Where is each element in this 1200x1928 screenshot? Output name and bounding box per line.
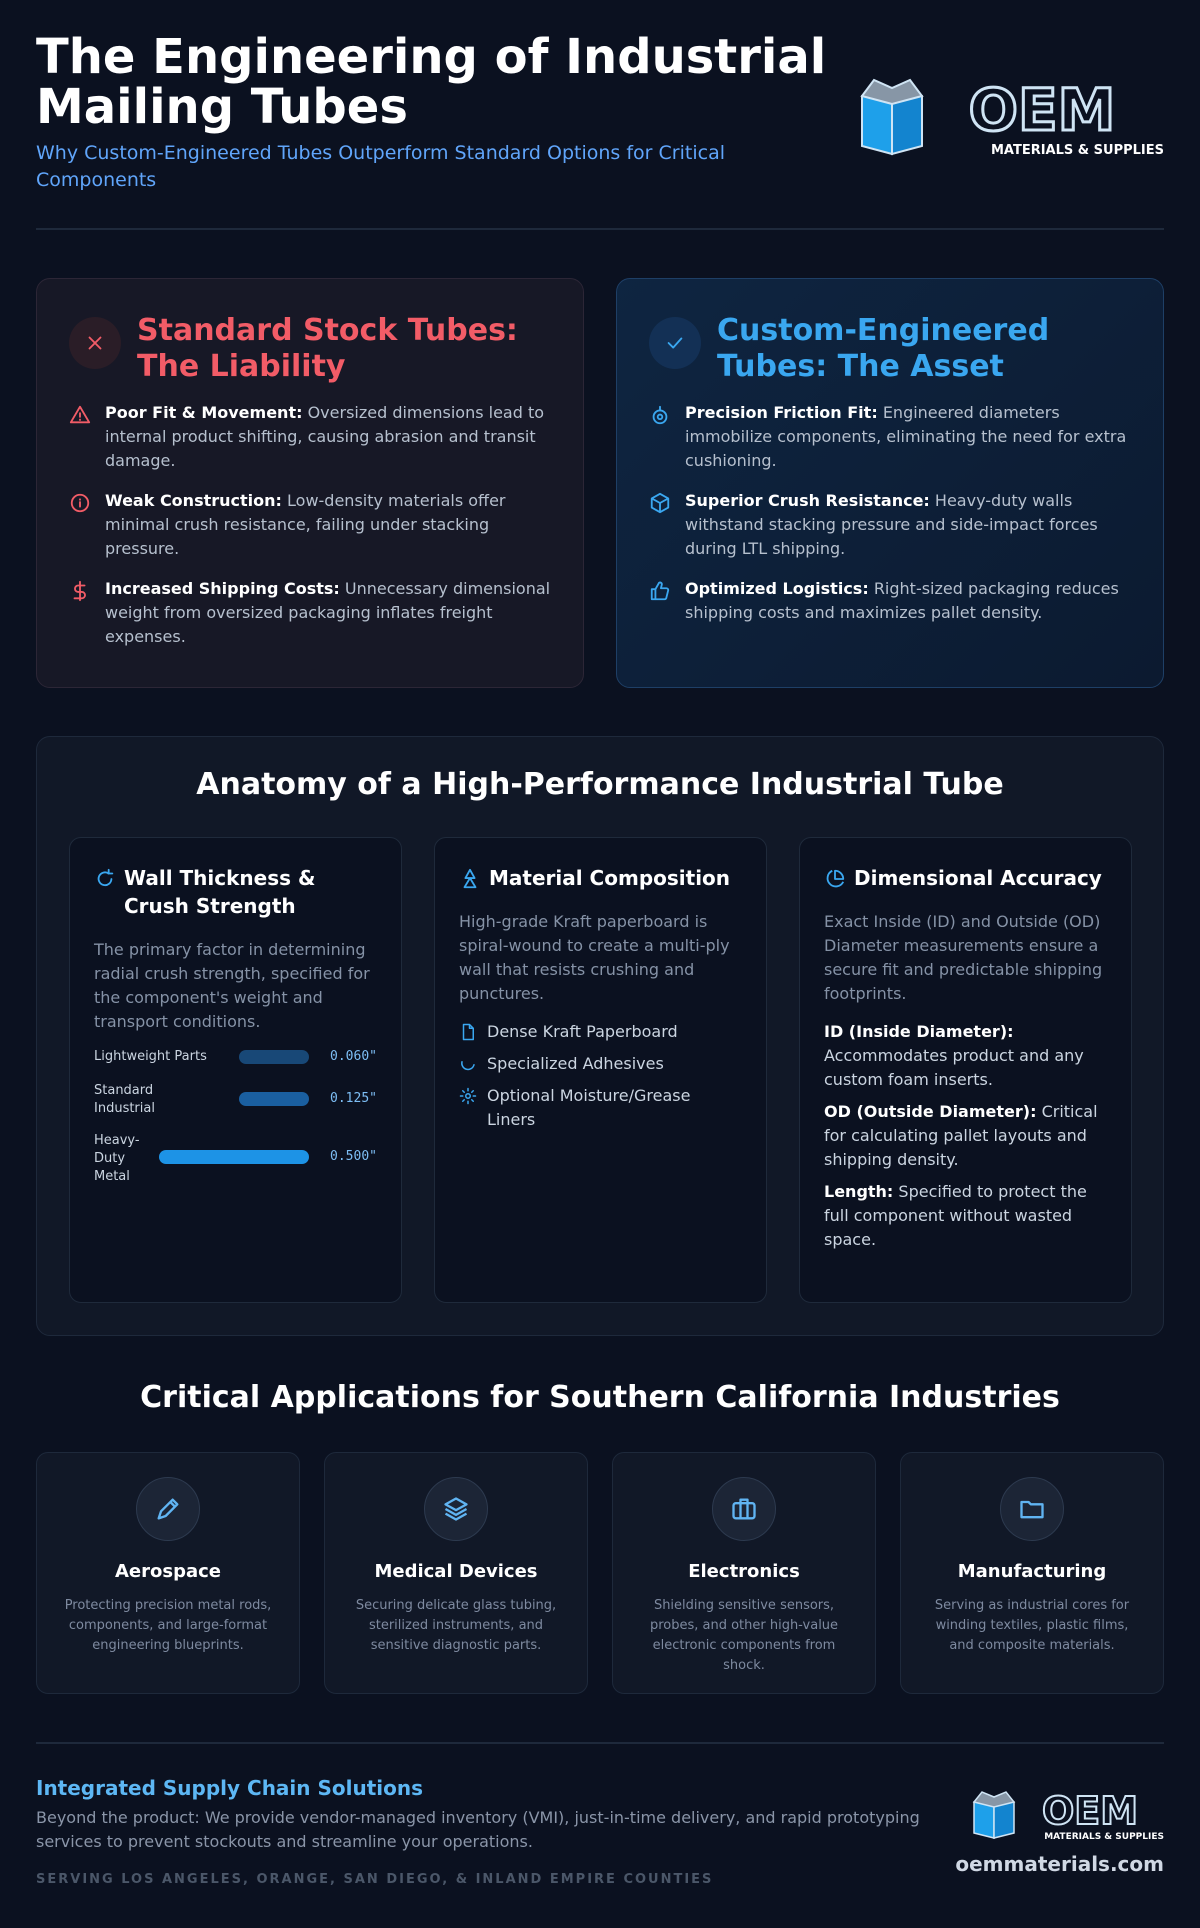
standard-tubes-card: Standard Stock Tubes: The Liability Poor… <box>36 278 584 688</box>
spec-length: Length: Specified to protect the full co… <box>824 1182 1087 1249</box>
application-title: Medical Devices <box>374 1561 538 1582</box>
application-card-manufacturing: Manufacturing Serving as industrial core… <box>900 1452 1164 1694</box>
point-poor-fit: Poor Fit & Movement: Oversized dimension… <box>69 401 551 473</box>
divider <box>36 228 1164 230</box>
footer-description: Beyond the product: We provide vendor-ma… <box>36 1808 920 1851</box>
custom-tubes-card: Custom-Engineered Tubes: The Asset Preci… <box>616 278 1164 688</box>
dollar-icon <box>73 580 86 602</box>
swirl-icon <box>461 1061 475 1071</box>
thickness-bar <box>159 1150 309 1164</box>
material-item: Optional Moisture/Grease Liners <box>459 1084 742 1132</box>
thickness-bar-label: Standard Industrial <box>94 1083 155 1116</box>
wall-thickness-heading: Wall Thickness & Crush Strength <box>94 864 377 920</box>
material-item: Dense Kraft Paperboard <box>459 1020 742 1044</box>
application-title: Electronics <box>688 1561 800 1582</box>
dimensional-heading: Dimensional Accuracy <box>824 864 1107 892</box>
check-icon <box>649 317 701 369</box>
wall-thickness-chart: Lightweight Parts 0.060" Standard Industri… <box>94 1048 377 1190</box>
thumbs-up-icon <box>650 581 670 601</box>
box-icon <box>860 78 924 156</box>
material-composition-card: Material Composition High-grade Kraft pa… <box>434 837 767 1303</box>
page-title: The Engineering of Industrial Mailing Tu… <box>36 29 827 135</box>
info-circle-icon <box>70 493 90 513</box>
point-optimized-logistics: Optimized Logistics: Right-sized packagi… <box>649 577 1131 625</box>
application-card-electronics: Electronics Shielding sensitive sensors,… <box>612 1452 876 1694</box>
wall-thickness-description: The primary factor in determining radial… <box>94 940 370 1031</box>
material-item: Specialized Adhesives <box>459 1052 742 1076</box>
thickness-bar-label: Lightweight Parts <box>94 1049 207 1064</box>
custom-title: Custom-Engineered Tubes: The Asset <box>717 313 1050 384</box>
layers-triangle-icon <box>463 868 477 889</box>
wall-thickness-card: Wall Thickness & Crush Strength The prim… <box>69 837 402 1303</box>
point-friction-fit: Precision Friction Fit: Engineered diame… <box>649 401 1131 473</box>
thickness-bar-row: Standard Industrial 0.125" <box>94 1082 377 1124</box>
logo-tagline: MATERIALS & SUPPLIES <box>1044 1832 1164 1842</box>
application-card-medical: Medical Devices Securing delicate glass … <box>324 1452 588 1694</box>
point-shipping-costs: Increased Shipping Costs: Unnecessary di… <box>69 577 551 649</box>
point-weak-construction: Weak Construction: Low-density materials… <box>69 489 551 561</box>
website-link[interactable]: oemmaterials.com <box>955 1852 1164 1876</box>
logo-wordmark: OEM <box>969 76 1116 144</box>
application-title: Aerospace <box>114 1561 221 1582</box>
file-icon <box>462 1023 474 1041</box>
oem-logo: OEM MATERIALS & SUPPLIES <box>860 75 1164 158</box>
pie-chart-icon <box>826 869 845 888</box>
header: The Engineering of Industrial Mailing Tu… <box>36 32 1164 196</box>
warning-triangle-icon <box>69 405 91 424</box>
application-description: Shielding sensitive sensors, probes, and… <box>649 1598 839 1673</box>
spec-inside-diameter: ID (Inside Diameter): Accommodates produ… <box>824 1022 1084 1089</box>
thickness-bar-value: 0.500" <box>330 1149 377 1164</box>
target-icon <box>652 405 668 425</box>
gear-icon <box>459 1087 477 1105</box>
logo-wordmark: OEM <box>1042 1789 1138 1833</box>
spec-outside-diameter: OD (Outside Diameter): Critical for calc… <box>824 1102 1098 1169</box>
x-icon <box>69 317 121 369</box>
briefcase-icon <box>712 1477 776 1541</box>
point-crush-resistance: Superior Crush Resistance: Heavy-duty wa… <box>649 489 1131 561</box>
infographic-page: The Engineering of Industrial Mailing Tu… <box>36 0 1164 1928</box>
standard-title: Standard Stock Tubes: The Liability <box>137 313 518 384</box>
application-title: Manufacturing <box>957 1561 1107 1582</box>
application-description: Securing delicate glass tubing, steriliz… <box>355 1598 557 1653</box>
footer-title: Integrated Supply Chain Solutions <box>36 1776 424 1800</box>
thickness-bar-label: Heavy-Duty Metal <box>94 1133 140 1184</box>
logo-tagline: MATERIALS & SUPPLIES <box>991 143 1164 158</box>
anatomy-title: Anatomy of a High-Performance Industrial… <box>196 767 1004 802</box>
refresh-icon <box>97 868 114 887</box>
material-heading: Material Composition <box>459 864 742 892</box>
thickness-bar-row: Lightweight Parts 0.060" <box>94 1048 377 1074</box>
material-description: High-grade Kraft paperboard is spiral-wo… <box>459 912 730 1003</box>
box-icon <box>972 1791 1016 1839</box>
dimensional-description: Exact Inside (ID) and Outside (OD) Diame… <box>824 912 1103 1003</box>
folder-icon <box>1000 1477 1064 1541</box>
pen-tool-icon <box>136 1477 200 1541</box>
page-subtitle: Why Custom-Engineered Tubes Outperform S… <box>36 142 725 191</box>
applications-title: Critical Applications for Southern Calif… <box>140 1380 1060 1415</box>
thickness-bar <box>239 1092 309 1106</box>
dimensional-accuracy-card: Dimensional Accuracy Exact Inside (ID) a… <box>799 837 1132 1303</box>
thickness-bar-value: 0.060" <box>330 1049 377 1064</box>
application-description: Protecting precision metal rods, compone… <box>64 1598 272 1653</box>
service-area: SERVING LOS ANGELES, ORANGE, SAN DIEGO, … <box>36 1872 714 1887</box>
divider <box>36 1742 1164 1744</box>
anatomy-section: Anatomy of a High-Performance Industrial… <box>36 736 1164 1336</box>
thickness-bar-value: 0.125" <box>330 1091 377 1106</box>
cube-icon <box>650 492 670 514</box>
application-card-aerospace: Aerospace Protecting precision metal rod… <box>36 1452 300 1694</box>
oem-logo: OEM MATERIALS & SUPPLIES <box>972 1788 1164 1842</box>
thickness-bar-row: Heavy-Duty Metal 0.500" <box>94 1132 377 1190</box>
layers-icon <box>424 1477 488 1541</box>
thickness-bar <box>239 1050 309 1064</box>
application-description: Serving as industrial cores for winding … <box>934 1598 1130 1653</box>
